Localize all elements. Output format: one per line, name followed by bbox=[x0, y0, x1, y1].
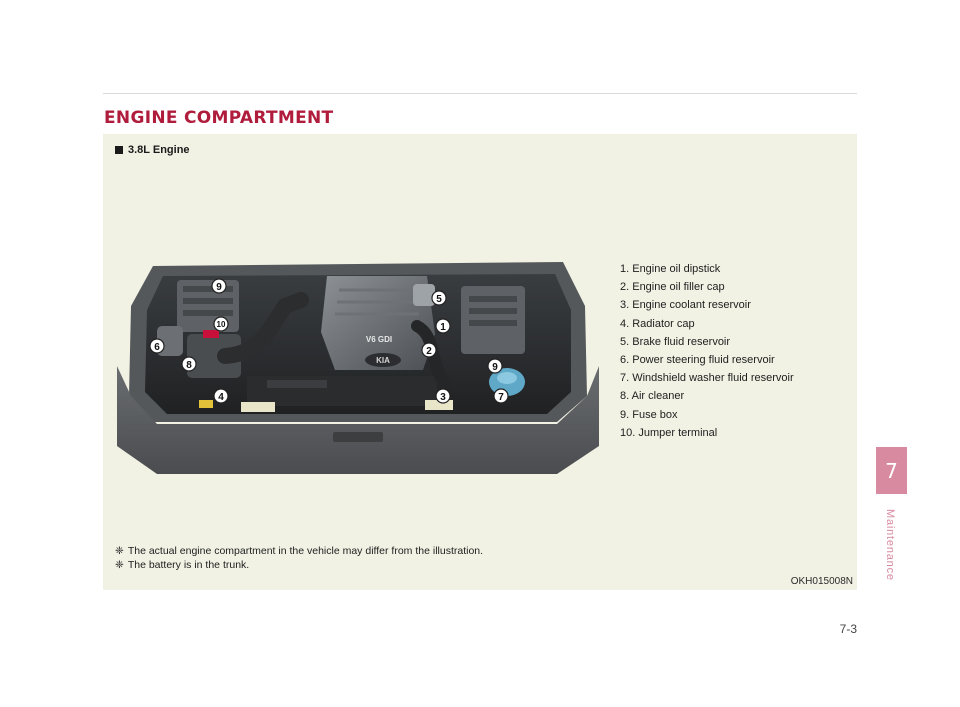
part-item: 4. Radiator cap bbox=[620, 317, 695, 330]
top-rule bbox=[103, 93, 857, 94]
engine-compartment-illustration: V6 GDI KIA 9 10 6 8 4 5 1 2 9 3 7 bbox=[117, 262, 599, 474]
chapter-tab: 7 bbox=[876, 447, 907, 494]
callout-9-right: 9 bbox=[487, 358, 503, 374]
callout-6: 6 bbox=[149, 338, 165, 354]
svg-text:10: 10 bbox=[217, 320, 226, 329]
svg-text:1: 1 bbox=[440, 322, 446, 333]
svg-text:4: 4 bbox=[218, 392, 224, 403]
svg-text:9: 9 bbox=[492, 362, 498, 373]
part-item: 9. Fuse box bbox=[620, 408, 678, 421]
callout-1: 1 bbox=[435, 318, 451, 334]
part-item: 7. Windshield washer fluid reservoir bbox=[620, 372, 794, 385]
part-item: 3. Engine coolant reservoir bbox=[620, 299, 751, 312]
svg-text:6: 6 bbox=[154, 342, 160, 353]
callout-7: 7 bbox=[493, 388, 509, 404]
illustration-panel: 3.8L Engine bbox=[103, 134, 857, 590]
callout-2: 2 bbox=[421, 342, 437, 358]
note-mark-icon: ❈ bbox=[115, 545, 124, 557]
engine-subtitle: 3.8L Engine bbox=[115, 144, 190, 156]
part-item: 2. Engine oil filler cap bbox=[620, 281, 725, 294]
callout-8: 8 bbox=[181, 356, 197, 372]
kia-logo-text: KIA bbox=[376, 356, 390, 365]
callout-3: 3 bbox=[435, 388, 451, 404]
engine-cover-text: V6 GDI bbox=[366, 335, 392, 344]
svg-text:8: 8 bbox=[186, 360, 192, 371]
svg-text:3: 3 bbox=[440, 392, 446, 403]
page-title: ENGINE COMPARTMENT bbox=[104, 108, 334, 128]
callout-4: 4 bbox=[213, 388, 229, 404]
front-bumper bbox=[117, 366, 599, 474]
parts-list: 1. Engine oil dipstick 2. Engine oil fil… bbox=[620, 260, 794, 442]
note-text: The actual engine compartment in the veh… bbox=[127, 545, 484, 557]
note-mark-icon: ❈ bbox=[115, 559, 124, 571]
note-item: ❈ The actual engine compartment in the v… bbox=[115, 544, 483, 558]
part-item: 1. Engine oil dipstick bbox=[620, 263, 721, 275]
part-item: 8. Air cleaner bbox=[620, 390, 685, 403]
air-cleaner-box bbox=[187, 334, 241, 378]
part-item: 5. Brake fluid reservoir bbox=[620, 335, 731, 348]
part-item: 10. Jumper terminal bbox=[620, 426, 718, 439]
svg-text:5: 5 bbox=[436, 294, 442, 305]
note-text: The battery is in the trunk. bbox=[127, 559, 250, 571]
svg-text:9: 9 bbox=[216, 282, 222, 293]
svg-text:2: 2 bbox=[426, 346, 432, 357]
part-item: 6. Power steering fluid reservoir bbox=[620, 354, 775, 367]
callout-9-left: 9 bbox=[211, 278, 227, 294]
engine-cover bbox=[321, 276, 435, 370]
callout-10: 10 bbox=[213, 316, 229, 332]
chapter-label: Maintenance bbox=[884, 509, 896, 581]
intake-hose bbox=[217, 292, 309, 364]
notes: ❈ The actual engine compartment in the v… bbox=[115, 544, 483, 572]
brake-fluid-reservoir bbox=[413, 284, 435, 306]
image-code: OKH015008N bbox=[790, 576, 853, 587]
svg-text:7: 7 bbox=[498, 392, 504, 403]
engine-subtitle-text: 3.8L Engine bbox=[128, 144, 190, 156]
page-number: 7-3 bbox=[839, 622, 857, 636]
square-bullet-icon bbox=[115, 146, 123, 154]
note-item: ❈ The battery is in the trunk. bbox=[115, 558, 483, 572]
callout-5: 5 bbox=[431, 290, 447, 306]
